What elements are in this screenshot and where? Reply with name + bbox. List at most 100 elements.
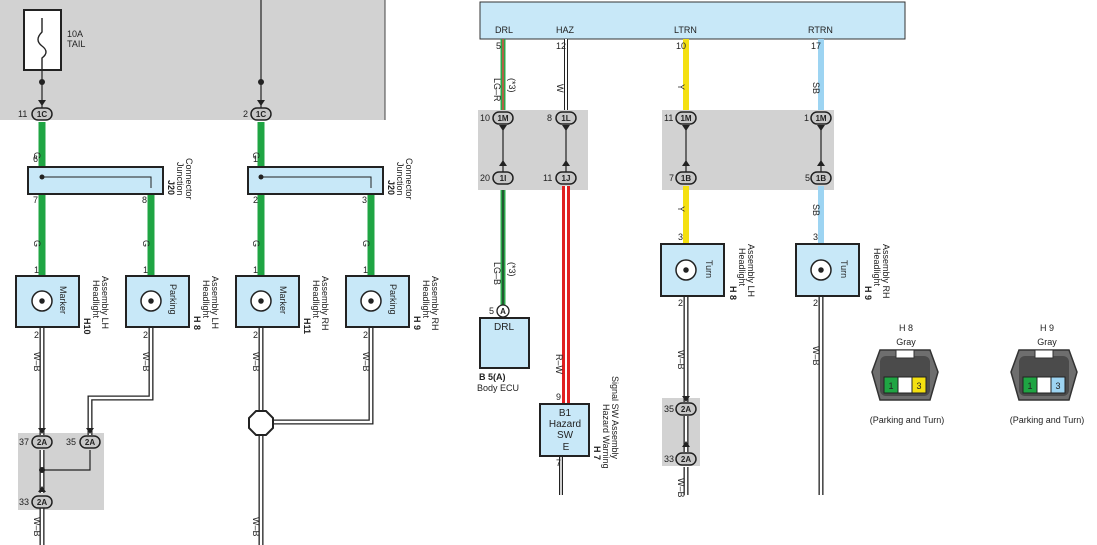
- wire-color-label: LG–B: [492, 262, 502, 285]
- wire-color-label: R–W: [554, 354, 564, 375]
- wire-color-label: SB: [811, 204, 821, 216]
- wire-color-label: W–B: [676, 350, 686, 370]
- pin-number: 1: [363, 265, 368, 275]
- pin-number: 1: [253, 154, 258, 164]
- wire-color-label: W–B: [811, 346, 821, 366]
- hazard-name: Hazard Warning: [601, 404, 611, 469]
- pin-number: 2: [253, 195, 258, 205]
- hazard-title: B1: [559, 408, 572, 419]
- wire-color-label: G: [32, 240, 42, 247]
- conn-pin: 37: [19, 437, 29, 447]
- connector-view-code: H 9: [1040, 323, 1054, 333]
- splice-dot-feed: [258, 79, 264, 85]
- component-name: Headlight: [872, 248, 882, 287]
- component-code: H 9: [863, 286, 873, 300]
- conn-code: 2A: [681, 405, 691, 414]
- conn-pin: 5: [805, 173, 810, 183]
- wire-color-label: (*3): [507, 262, 517, 277]
- conn-pin: 35: [664, 404, 674, 414]
- drl-box-code: B 5(A): [479, 372, 506, 382]
- connector-view-pin: 3: [916, 381, 921, 391]
- pin-number: 1: [143, 265, 148, 275]
- pin-number: 2: [363, 330, 368, 340]
- connector-face-h9: [1010, 349, 1078, 401]
- ground-splice: [248, 410, 274, 436]
- connector-view-pin: 1: [888, 381, 893, 391]
- component-name: Headlight: [91, 280, 101, 319]
- conn-code: 1L: [561, 114, 570, 123]
- body-ecu-drl-box: [479, 317, 530, 369]
- pin-number: 7: [33, 195, 38, 205]
- connector-arrows: [38, 100, 825, 492]
- wire-color-label: Y: [676, 206, 686, 212]
- splice-link-left: [42, 450, 91, 471]
- wire-color-label: G: [251, 152, 261, 159]
- pin-number: 1: [34, 265, 39, 275]
- component-code: H 8: [192, 316, 202, 330]
- hazard-line1: Hazard: [549, 419, 581, 430]
- component-code: H 8: [728, 286, 738, 300]
- ecu-pin-no-ltrn: 10: [676, 41, 686, 51]
- junction-label: J20: [386, 180, 396, 195]
- conn-pin: 11: [543, 173, 552, 183]
- wire-color-label: W–B: [251, 352, 261, 372]
- pin-number: 8: [142, 195, 147, 205]
- junction-label: Connector: [404, 158, 414, 200]
- junction-label: Connector: [184, 158, 194, 200]
- junction-label: J20: [166, 180, 176, 195]
- connector-view-pin: 1: [1027, 381, 1032, 391]
- conn-code: 1C: [256, 110, 266, 119]
- conn-code: 1M: [680, 114, 691, 123]
- conn-code: 1J: [562, 174, 571, 183]
- connector-view-color: Gray: [896, 337, 916, 347]
- ecu-pin-ltrn: LTRN: [674, 25, 697, 35]
- connector-view-pin: 3: [1055, 381, 1060, 391]
- wire-color-label: W–B: [32, 352, 42, 372]
- bulb-icons: [31, 259, 832, 312]
- drl-box-name: Body ECU: [477, 383, 519, 393]
- wire-color-label: (*3): [507, 78, 517, 93]
- conn-code: 1C: [37, 110, 47, 119]
- junction-j20-right: [247, 166, 384, 195]
- wire-color-label: G: [251, 240, 261, 247]
- pin-number: 9: [556, 392, 561, 402]
- wire-color-label: W–B: [32, 517, 42, 537]
- connector-view-code: H 8: [899, 323, 913, 333]
- component-function: Turn: [839, 260, 849, 278]
- wire-color-label: Y: [676, 84, 686, 90]
- fuse-name: TAIL: [67, 39, 85, 49]
- pin-number: 1: [253, 265, 258, 275]
- hazard-switch-box: [539, 403, 590, 457]
- component-name: Headlight: [421, 280, 431, 319]
- pin-number: 6: [33, 154, 38, 164]
- wire-color-label: G: [32, 152, 42, 159]
- conn-pin: 2: [243, 109, 248, 119]
- component-function: Turn: [704, 260, 714, 278]
- connector-face-h8: [871, 349, 939, 401]
- hazard-code: H 7: [592, 446, 602, 460]
- component-name: Assembly LH: [210, 276, 220, 329]
- connector-pills: [31, 107, 832, 509]
- pin-number: 2: [143, 330, 148, 340]
- wire-color-label: SB: [811, 82, 821, 94]
- fuse-block-zone: [0, 0, 385, 120]
- conn-code: 2A: [85, 438, 95, 447]
- component-name: Headlight: [737, 248, 747, 287]
- connector-view-color: Gray: [1037, 337, 1057, 347]
- component-function: Marker: [278, 286, 288, 314]
- pin-number: 3: [813, 232, 818, 242]
- junction-j20-left: [27, 166, 164, 195]
- ecu-pin-haz: HAZ: [556, 25, 575, 35]
- drl-box-label: DRL: [494, 322, 514, 333]
- component-name: Headlight: [311, 280, 321, 319]
- ecu-pin-no-rtrn: 17: [811, 41, 821, 51]
- conn-code: 2A: [681, 455, 691, 464]
- conn-pin: 1: [804, 113, 809, 123]
- pin-number: 3: [362, 195, 367, 205]
- conn-code: 1B: [681, 174, 691, 183]
- green-wires: [38, 122, 375, 276]
- conn-code: 1B: [816, 174, 826, 183]
- conn-pin: 10: [480, 113, 490, 123]
- component-name: Assembly LH: [100, 276, 110, 329]
